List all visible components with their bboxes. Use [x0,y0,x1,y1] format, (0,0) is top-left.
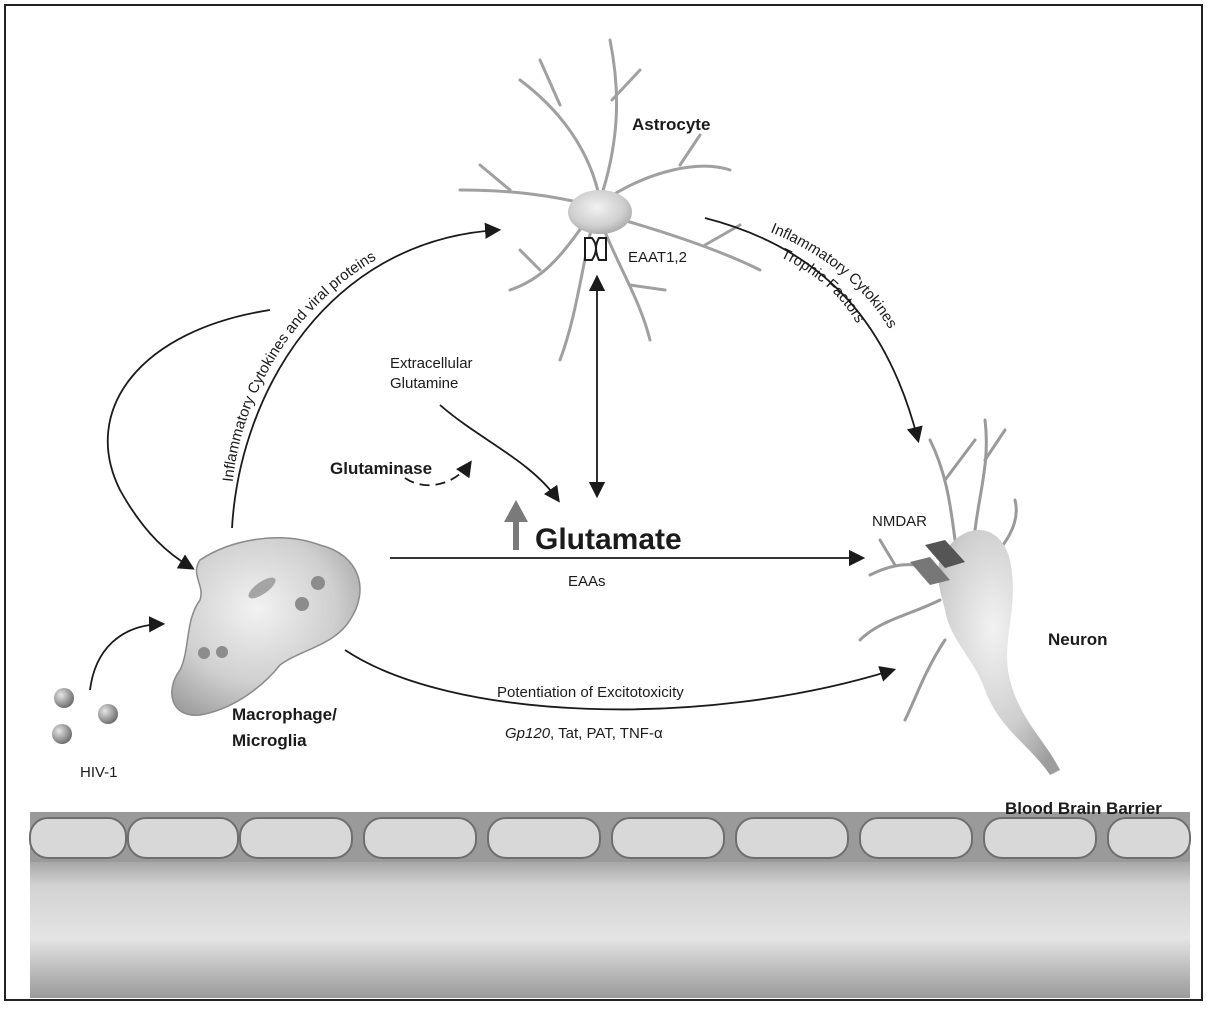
gp120-text: Gp120 [505,725,551,742]
factors-label: Gp120, Tat, PAT, TNF-α [505,725,663,742]
neuron-label: Neuron [1048,630,1108,649]
macrophage-label-line2: Microglia [232,731,307,750]
macrophage-label-line1: Macrophage/ [232,705,337,724]
eaas-label: EAAs [568,573,606,590]
glutaminase-label: Glutaminase [330,459,432,478]
extracellular-label-line1: Extracellular [390,355,473,372]
factors-rest-text: , Tat, PAT, TNF-α [550,725,663,742]
glutamate-label: Glutamate [535,523,682,556]
nmdar-label: NMDAR [872,513,927,530]
hiv-label: HIV-1 [80,764,118,781]
eaat-label: EAAT1,2 [628,249,687,266]
bbb-label: Blood Brain Barrier [1005,799,1162,818]
extracellular-label-line2: Glutamine [390,375,458,392]
astrocyte-body [568,190,632,234]
astrocyte-label: Astrocyte [632,115,710,134]
potentiation-label: Potentiation of Excitotoxicity [497,684,684,701]
